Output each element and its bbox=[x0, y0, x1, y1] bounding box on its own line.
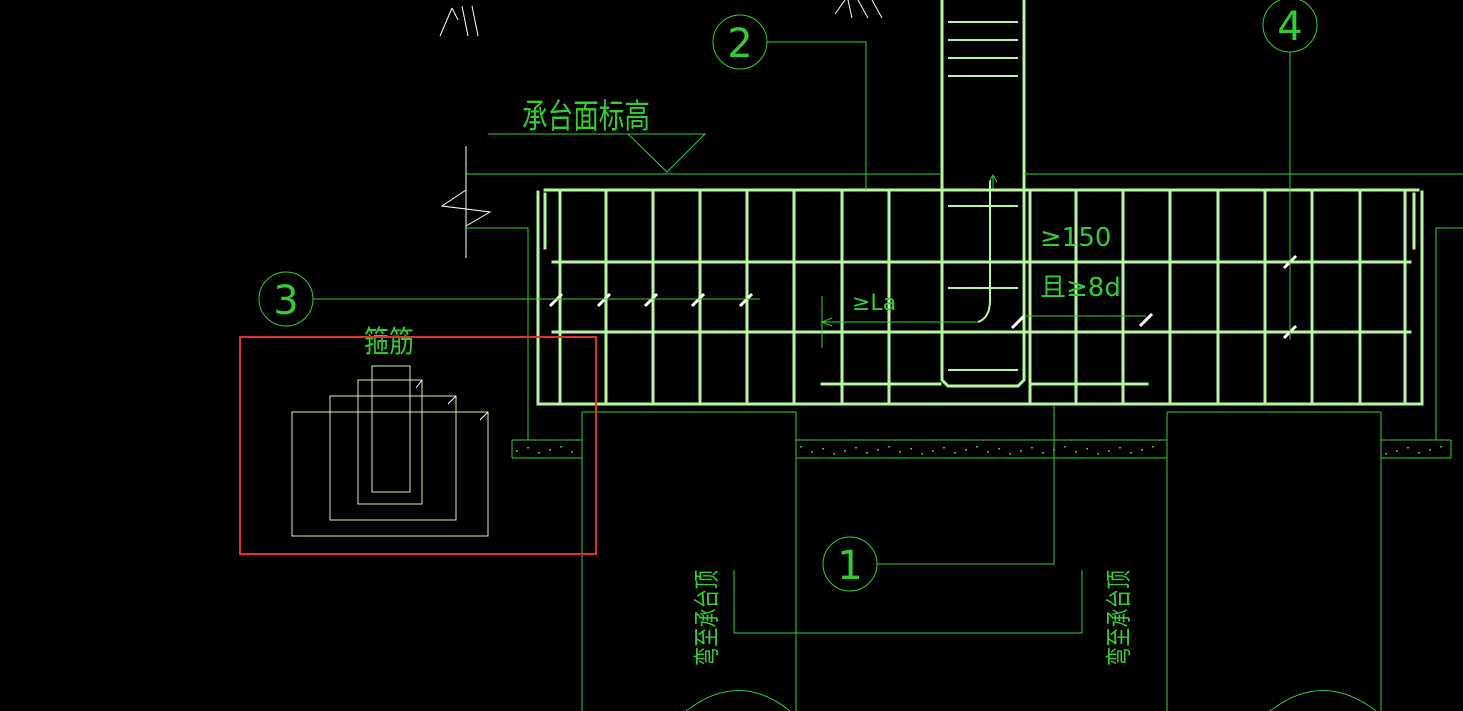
callout-2: 2 bbox=[712, 14, 867, 190]
speckle-dot bbox=[910, 448, 912, 450]
speckle-dot bbox=[855, 447, 857, 449]
speckle-dot bbox=[1031, 447, 1033, 449]
pile-cap-cage bbox=[536, 188, 1424, 406]
speckle-dot bbox=[932, 450, 934, 452]
speckle-dot bbox=[1119, 447, 1121, 449]
callout-4: 4 bbox=[1262, 0, 1318, 340]
speckle-dot bbox=[844, 450, 846, 452]
speckle-dot bbox=[1418, 452, 1420, 454]
callout-3-label: 3 bbox=[273, 278, 298, 324]
stirrup-label: 箍筋 bbox=[364, 325, 414, 360]
speckle-dot bbox=[527, 447, 529, 449]
speckle-dot bbox=[1130, 452, 1132, 454]
speckle-dot bbox=[560, 446, 562, 448]
speckle-dot bbox=[1075, 451, 1077, 453]
speckle-dot bbox=[822, 448, 824, 450]
speckle-dot bbox=[921, 453, 923, 455]
speckle-dot bbox=[1429, 449, 1431, 451]
pile-right bbox=[1166, 411, 1382, 711]
bend-bracket: 弯至承台顶 弯至承台顶 bbox=[693, 570, 1135, 666]
cap-top-elevation-marker: 承台面标高 bbox=[440, 97, 1463, 440]
speckle-dot bbox=[943, 447, 945, 449]
speckle-dot bbox=[516, 450, 518, 452]
speckle-dot bbox=[1108, 450, 1110, 452]
speckle-dot bbox=[571, 451, 573, 453]
rebar-cut-mark bbox=[690, 292, 706, 308]
speckle-dot bbox=[998, 448, 1000, 450]
speckle-dot bbox=[1020, 450, 1022, 452]
speckle-dot bbox=[549, 449, 551, 451]
speckle-dot bbox=[899, 451, 901, 453]
stirrup-detail: 箍筋 bbox=[291, 325, 489, 537]
dimension-la: ≥La bbox=[820, 291, 978, 348]
column bbox=[940, 0, 1026, 388]
speckle-dot bbox=[976, 446, 978, 448]
speckle-dot bbox=[1152, 446, 1154, 448]
speckle-dot bbox=[1009, 453, 1011, 455]
cage-vertical-bars bbox=[558, 190, 1407, 406]
speckle-dot bbox=[877, 449, 879, 451]
rebar-cut-mark bbox=[548, 292, 564, 308]
speckle-dot bbox=[1097, 453, 1099, 455]
speckle-dot bbox=[965, 449, 967, 451]
speckle-dot bbox=[800, 446, 802, 448]
dimension-la-label: ≥La bbox=[852, 291, 896, 316]
callout-3: 3 bbox=[258, 271, 760, 327]
rebar-cut-mark bbox=[1010, 314, 1026, 330]
speckle-dot bbox=[1440, 446, 1442, 448]
speckle-dot bbox=[811, 451, 813, 453]
pile-left bbox=[581, 411, 797, 711]
dimension-8d-label: 且≥8d bbox=[1040, 273, 1121, 303]
speckle-dot bbox=[1396, 450, 1398, 452]
callout-2-label: 2 bbox=[727, 21, 752, 67]
rebar-cut-mark bbox=[738, 292, 754, 308]
speckle-dot bbox=[1141, 449, 1143, 451]
speckle-dot bbox=[987, 451, 989, 453]
speckle-dot bbox=[833, 453, 835, 455]
speckle-dot bbox=[954, 452, 956, 454]
dimension-150-label: ≥150 bbox=[1040, 223, 1111, 253]
speckle-dot bbox=[1042, 452, 1044, 454]
speckle-dot bbox=[1407, 447, 1409, 449]
bend-label-left: 弯至承台顶 bbox=[693, 570, 723, 666]
speckle-dot bbox=[1064, 446, 1066, 448]
cushion-speckle bbox=[516, 446, 1442, 455]
rebar-cut-mark bbox=[1138, 312, 1154, 328]
speckle-dot bbox=[538, 452, 540, 454]
cushion-layer bbox=[511, 439, 1452, 459]
dimension-150-8d: ≥150 且≥8d bbox=[1026, 223, 1146, 317]
speckle-dot bbox=[1086, 448, 1088, 450]
speckle-dot bbox=[888, 446, 890, 448]
rebar-cut-mark bbox=[643, 292, 659, 308]
callout-1: 1 bbox=[822, 405, 1055, 592]
cap-top-elevation-label: 承台面标高 bbox=[522, 97, 650, 137]
callout-4-label: 4 bbox=[1277, 4, 1302, 50]
callout-1-label: 1 bbox=[837, 543, 862, 589]
speckle-dot bbox=[866, 452, 868, 454]
bend-label-right: 弯至承台顶 bbox=[1105, 570, 1135, 666]
rebar-cut-mark bbox=[596, 292, 612, 308]
speckle-dot bbox=[1385, 453, 1387, 455]
rebar-cut-marks bbox=[548, 254, 1298, 340]
selection-highlight[interactable] bbox=[239, 336, 597, 555]
top-partial-marks bbox=[439, 0, 883, 37]
